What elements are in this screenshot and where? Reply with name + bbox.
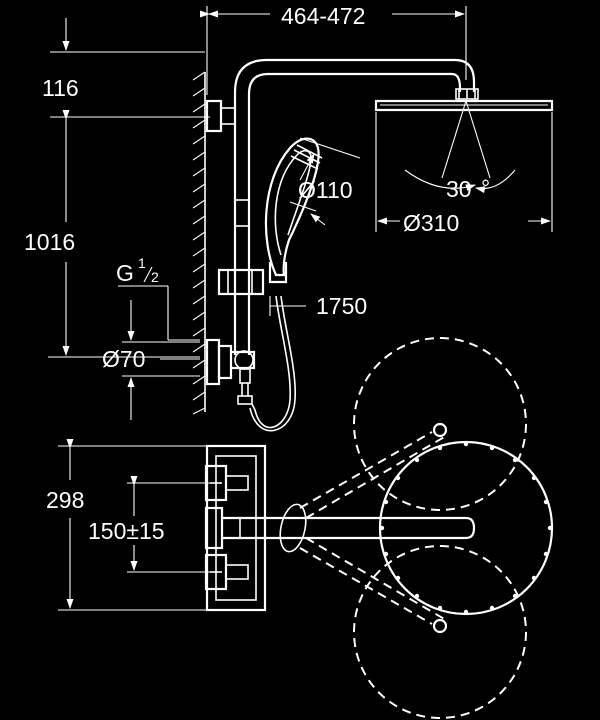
width-range-label: 464-472	[281, 3, 365, 29]
top-offset-label: 116	[42, 75, 79, 101]
thermostat-side	[205, 295, 297, 432]
height-dimension: 1016	[24, 110, 200, 358]
thermostat-front	[204, 444, 267, 612]
pipe-diameter-dimension: Ø70	[102, 300, 200, 420]
top-offset-dimension: 116	[42, 18, 210, 118]
head-top-view	[378, 440, 554, 616]
head-swivel-positions	[299, 337, 527, 719]
head-angle-unit: °	[481, 175, 490, 201]
thread-label-group: G 1 2	[116, 255, 200, 341]
handshower-height-label: 1750	[316, 293, 367, 319]
head-shower: 30 °	[374, 88, 554, 202]
inlet-spacing-label: 150±15	[88, 518, 165, 544]
arm-top-view	[222, 503, 476, 553]
height-label: 1016	[24, 229, 75, 255]
thread-label: G	[116, 260, 134, 286]
hand-shower: Ø110	[264, 137, 361, 284]
head-diameter-dimension: Ø310	[375, 112, 553, 236]
inlet-spacing-dimension: 150±15	[88, 476, 210, 573]
handshower-height-dimension: 1750	[269, 293, 367, 319]
pipe-diameter-label: Ø70	[102, 346, 145, 372]
wall	[192, 71, 206, 415]
thread-denominator: 2	[151, 269, 159, 285]
width-dimension: 464-472	[200, 3, 467, 95]
riser-pipe	[205, 58, 476, 355]
handshower-diameter-label: Ø110	[298, 177, 353, 203]
thermostat-height-label: 298	[46, 487, 84, 513]
head-diameter-label: Ø310	[403, 210, 459, 236]
head-angle-label: 30	[446, 176, 472, 202]
thread-numerator: 1	[138, 255, 146, 271]
